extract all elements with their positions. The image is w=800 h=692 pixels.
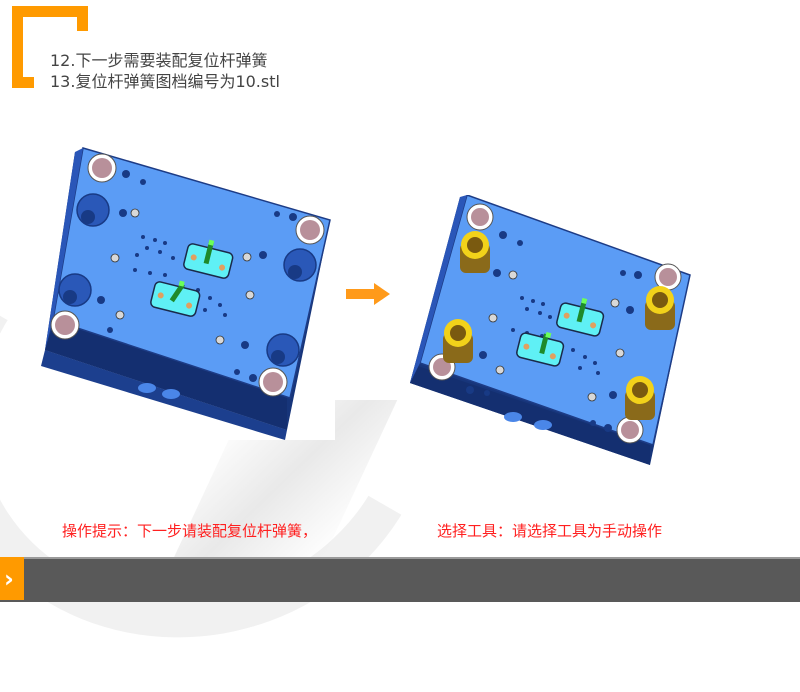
orange-bracket-decoration <box>12 6 88 88</box>
chevron-right-icon: › <box>4 565 14 593</box>
step-13-text: 13.复位杆弹簧图档编号为10.stl <box>50 72 280 91</box>
operation-hint: 操作提示：下一步请装配复位杆弹簧， <box>62 522 318 540</box>
before-plate-image <box>25 140 335 440</box>
step-12-text: 12.下一步需要装配复位杆弹簧 <box>50 51 268 70</box>
after-plate-image <box>410 195 691 465</box>
footer-bar <box>0 557 800 602</box>
next-button[interactable]: › <box>0 557 24 600</box>
tool-hint: 选择工具：请选择工具为手动操作 <box>437 522 663 540</box>
spring-group <box>443 231 675 420</box>
arrow-right-icon <box>346 283 390 305</box>
step-instructions: 12.下一步需要装配复位杆弹簧 13.复位杆弹簧图档编号为10.stl <box>50 50 280 92</box>
